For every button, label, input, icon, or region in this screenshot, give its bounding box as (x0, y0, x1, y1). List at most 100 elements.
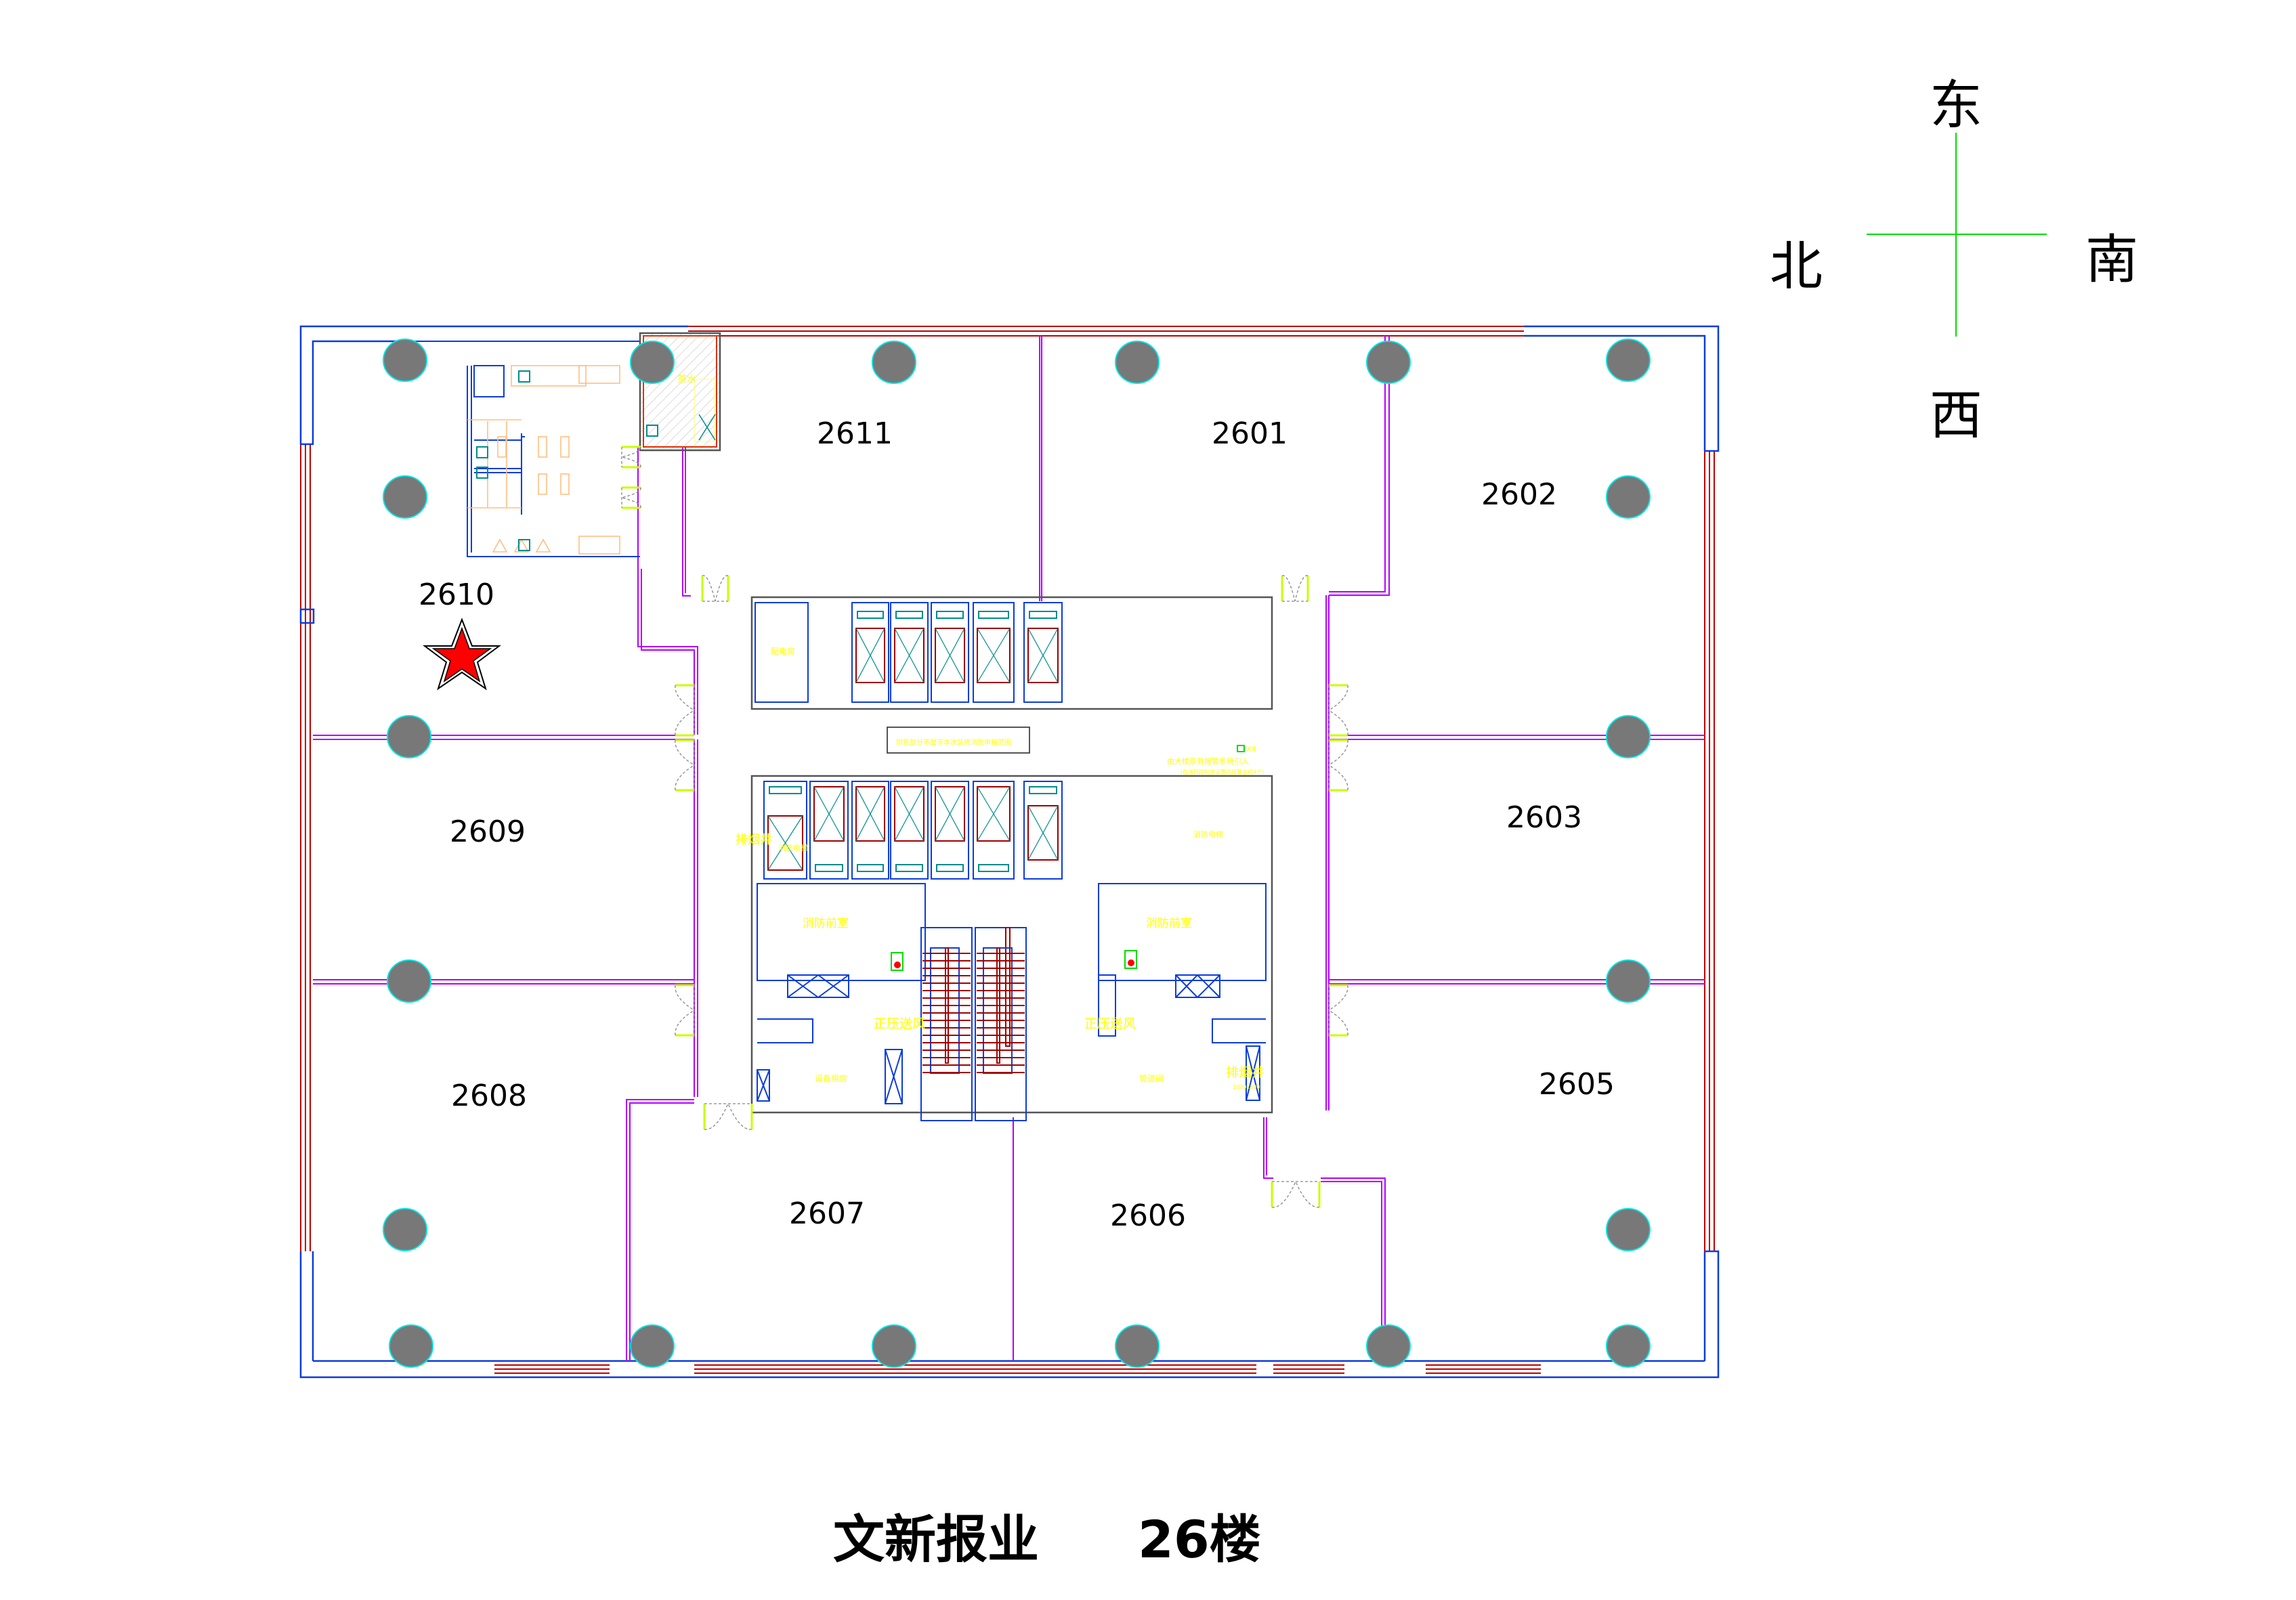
door-sill (815, 864, 843, 872)
pressure-left-label: 正压送风 (874, 1016, 925, 1031)
alarm-note-label: 由大楼原有报警系统引入 (1167, 756, 1249, 766)
room-2601-label[interactable]: 2601 (1212, 416, 1288, 451)
double-door (675, 739, 695, 792)
door-swing (675, 739, 695, 766)
upper-elevator-bank (750, 596, 1273, 710)
shaft-wall (851, 781, 889, 880)
shaft-wall (973, 602, 1015, 703)
elevator-shaft (973, 781, 1015, 880)
structural-walls (299, 325, 1720, 1379)
door-sill (978, 611, 1009, 619)
compass-east-label: 东 (1930, 75, 1982, 136)
glass-wall-bottom (494, 1364, 1541, 1374)
elevator-shaft (809, 781, 849, 880)
door-swing (675, 710, 695, 736)
room-2610-label[interactable]: 2610 (419, 578, 494, 612)
car-cross (1027, 628, 1059, 683)
car-cross (767, 815, 803, 871)
door-sill (936, 611, 964, 619)
alarm-sub-label: （在消防控制室设置的报警主机4个） (1177, 769, 1267, 775)
fire-elevator-right-label: 消防电梯 (1193, 829, 1223, 839)
car-cross (894, 786, 924, 842)
power-room (754, 602, 809, 703)
room-2608-label[interactable]: 2608 (451, 1079, 527, 1113)
door-sill (857, 611, 884, 619)
door-swing (1328, 685, 1348, 711)
tea-room-label: 茶水 (677, 374, 696, 385)
door-swing (621, 497, 641, 509)
shaft-wall (1023, 781, 1063, 880)
door-swing (727, 1103, 752, 1130)
column (1606, 715, 1651, 758)
door-sill (895, 864, 923, 872)
door-swing (621, 446, 641, 458)
door-sill (895, 611, 923, 619)
fire-hydrant-left (891, 952, 903, 971)
elevator-shaft (890, 602, 929, 703)
elevator-car (1027, 628, 1059, 683)
column (630, 1324, 675, 1368)
glass-wall-right (1704, 451, 1715, 1251)
smoke-shaft-left-label: 排烟井 (736, 833, 772, 847)
elevator-car (855, 786, 885, 842)
fire-lobby-left-label: 消防前室 (803, 917, 849, 930)
central-core: 配电房 阴影部分不属于本次装修消防申报范围 X4 由大楼原有报警系统引入 （在消… (736, 596, 1273, 1121)
alarm-symbol (1237, 745, 1245, 752)
tea-room: 茶水 (639, 332, 721, 452)
room-2602-label[interactable]: 2602 (1481, 477, 1557, 512)
column (1606, 339, 1651, 382)
upper-elevators (851, 602, 1063, 703)
power-room-label: 配电房 (771, 646, 795, 656)
lower-elevator-bank (750, 775, 1273, 1114)
room-2605-label[interactable]: 2605 (1539, 1067, 1615, 1102)
room-2609-label[interactable]: 2609 (450, 815, 526, 849)
double-door (1271, 1181, 1321, 1208)
column (1606, 959, 1651, 1003)
elevator-shaft (851, 781, 889, 880)
columns (383, 339, 1651, 1368)
title-floor: 26楼 (1138, 1509, 1261, 1570)
double-door (1328, 684, 1348, 737)
elevator-car (1027, 805, 1059, 861)
fire-elevator-left-label: 消防电梯 (778, 843, 808, 852)
room-2606-label[interactable]: 2606 (1110, 1198, 1186, 1233)
door-swing (1328, 985, 1348, 1011)
double-door (703, 1103, 753, 1130)
drawing-title: 文新报业 26楼 (833, 1509, 1261, 1570)
star-icon (431, 626, 492, 683)
shaft-wall (973, 781, 1015, 880)
column (1606, 1324, 1651, 1368)
car-cross (935, 786, 965, 842)
door-swing (1328, 710, 1348, 736)
shaft-wall (809, 781, 849, 880)
column (383, 339, 427, 382)
column (872, 1324, 916, 1368)
door-swing (1328, 764, 1348, 791)
column (630, 341, 675, 384)
shaft-wall (890, 781, 929, 880)
shaft-wall (1023, 602, 1063, 703)
double-door (1281, 575, 1309, 602)
double-door (675, 684, 695, 737)
staircases (920, 927, 1027, 1121)
lower-elevators (763, 781, 1063, 880)
column (383, 475, 427, 519)
restroom-block: 茶水 (406, 332, 721, 557)
elevator-car (977, 786, 1011, 842)
room-2603-label[interactable]: 2603 (1506, 800, 1582, 835)
room-2611-label[interactable]: 2611 (817, 416, 893, 451)
door-swing (1295, 1181, 1320, 1208)
smoke-shaft-right-label: 排烟井 (1226, 1065, 1264, 1080)
elevator-shaft (763, 781, 807, 880)
door-swing (1294, 575, 1309, 602)
car-cross (855, 628, 885, 683)
double-door (621, 446, 641, 469)
elevator-car (855, 628, 885, 683)
column (1606, 1208, 1651, 1251)
column (387, 715, 431, 758)
notice-box (887, 727, 1030, 754)
location-marker (423, 618, 501, 691)
room-2607-label[interactable]: 2607 (789, 1196, 865, 1231)
column (1366, 1324, 1411, 1368)
